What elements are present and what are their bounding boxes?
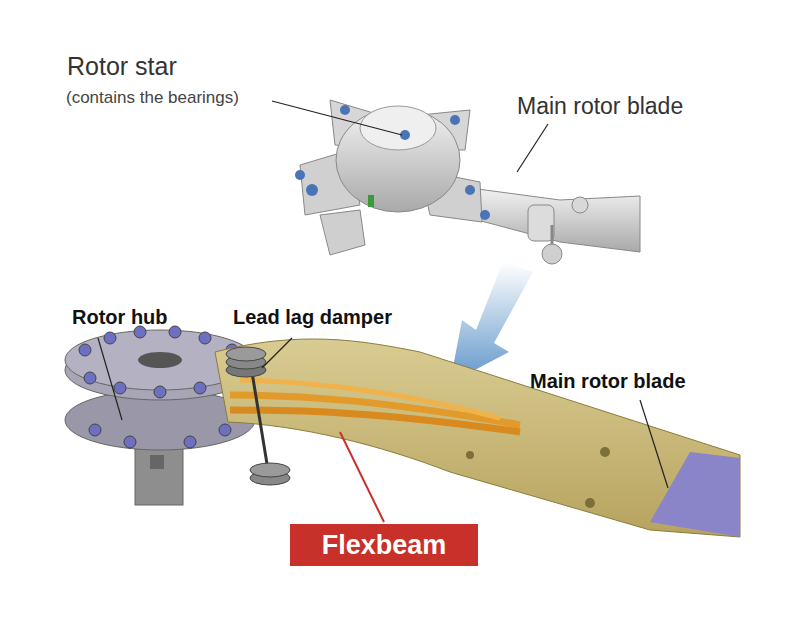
bolt — [480, 210, 490, 220]
bolt — [465, 185, 475, 195]
bolt — [306, 184, 318, 196]
leader-line — [262, 338, 292, 368]
hub-center — [138, 352, 182, 368]
star-arm — [320, 210, 365, 255]
leader-lines — [98, 101, 668, 488]
blade-bolt — [600, 447, 610, 457]
bolt — [295, 170, 305, 180]
part-name: Main rotor blade — [530, 370, 686, 393]
weight-ball — [542, 244, 562, 264]
bolt — [340, 105, 350, 115]
blade-cuff — [215, 339, 740, 537]
blade-bolt — [466, 451, 474, 459]
callout-text: Flexbeam — [322, 530, 447, 561]
leader-line — [517, 124, 548, 172]
fitting — [368, 195, 374, 207]
callout-box: Flexbeam — [290, 524, 478, 566]
blade-clamp — [528, 205, 554, 241]
transition-arrow — [450, 262, 533, 383]
hub-bolts — [79, 326, 238, 448]
weight-ball — [572, 197, 588, 213]
flexbeam-strip — [240, 380, 500, 418]
part-name: Rotor hub — [72, 306, 168, 329]
damper-disc — [226, 347, 266, 361]
leader-line — [272, 101, 402, 135]
blade-tip — [650, 452, 740, 537]
leader-line — [640, 400, 668, 488]
bolt — [450, 115, 460, 125]
flexbeam-leader — [340, 432, 384, 522]
leader-line — [98, 338, 122, 420]
mast-slot — [150, 455, 164, 469]
blade-bolt — [585, 498, 595, 508]
star-dome — [360, 106, 436, 150]
rotor-star — [295, 100, 640, 264]
weight-rod — [551, 225, 554, 246]
top-blade — [470, 188, 640, 252]
bearingless-rotor — [65, 326, 740, 537]
part-name: Rotor star — [67, 52, 177, 81]
part-note: (contains the bearings) — [66, 88, 239, 108]
damper-disc — [250, 463, 290, 477]
part-name: Main rotor blade — [517, 93, 683, 119]
part-name: Lead lag damper — [233, 306, 392, 329]
